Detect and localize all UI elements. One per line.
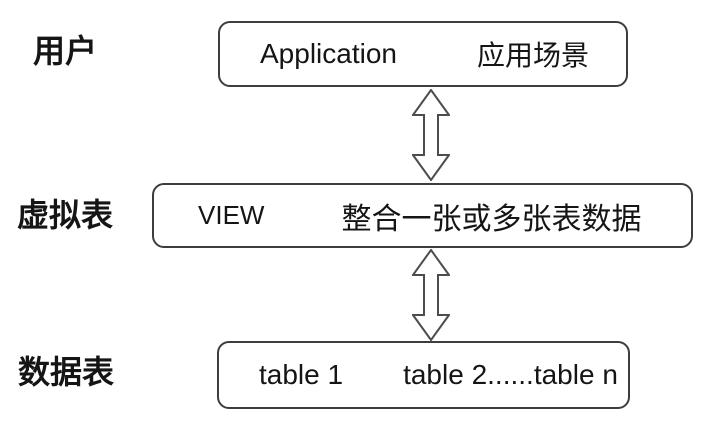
tables-box-primary-text: table 1 [259, 359, 344, 390]
application-box: Application 应用场景 [218, 21, 628, 87]
layer-label-data-table: 数据表 [18, 354, 115, 390]
double-arrow-icon [412, 249, 450, 341]
application-box-secondary-text: 应用场景 [476, 40, 589, 71]
view-box: VIEW 整合一张或多张表数据 [152, 183, 693, 248]
view-box-secondary-text: 整合一张或多张表数据 [341, 202, 642, 236]
tables-box-secondary-text: table 2......table n [403, 359, 618, 390]
application-box-primary-text: Application [260, 38, 397, 69]
layer-label-user: 用户 [33, 33, 98, 69]
view-box-primary-text: VIEW [198, 200, 265, 230]
layer-label-virtual-table: 虚拟表 [17, 197, 114, 233]
tables-box: table 1 table 2......table n [217, 341, 630, 409]
double-arrow-icon [412, 89, 450, 181]
